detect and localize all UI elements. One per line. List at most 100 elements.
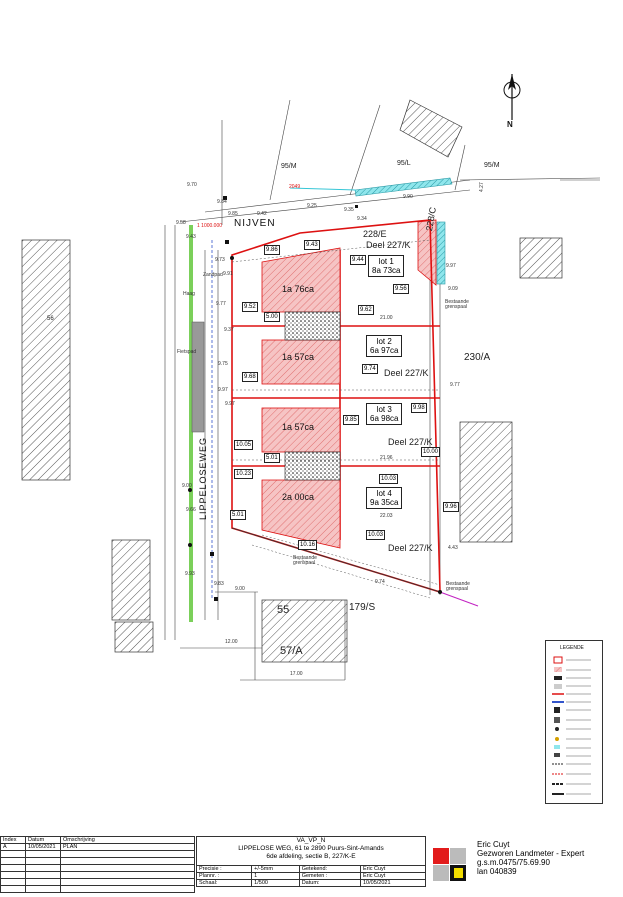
building-lot3 [261, 407, 341, 453]
precisie-label: Precisie : [195, 865, 253, 873]
grenspaal-label: Bestaande grenspaal [293, 555, 317, 566]
dimension-lines [231, 239, 441, 599]
cyan-line [289, 187, 357, 191]
measure-box: 10.00 [421, 447, 441, 457]
measure-label: 9.35 [344, 207, 354, 213]
carport-lot3-4 [284, 451, 341, 481]
surveyor-title: Gezworen Landmeter - Expert [477, 849, 585, 858]
measure-label: 9.91 [223, 271, 233, 277]
surveyor-info: Eric Cuyt Gezworen Landmeter - Expert g.… [477, 840, 584, 876]
measure-label: 9.00 [235, 586, 245, 592]
measure-label: 9.75 [218, 361, 228, 367]
measure-label: 9.77 [450, 382, 460, 388]
plannr-label: Plannr. : [195, 872, 253, 880]
legend: LEGENDE [545, 640, 603, 804]
measure-label: 9.85 [228, 211, 238, 217]
surveyor-name: Eric Cuyt [477, 840, 510, 849]
measure-box: 10.03 [379, 474, 399, 484]
lot3-building-area: 1a 57ca [282, 422, 315, 432]
measure-label: 9.66 [186, 507, 196, 513]
lot1-area: 8a 73ca [372, 266, 401, 275]
measure-box: 9.62 [358, 305, 374, 315]
measure-label: 12.00 [225, 639, 238, 645]
hdr-datum: Datum [25, 836, 61, 844]
zandpad-label: Zandpad [203, 272, 223, 278]
measure-label: 9.74 [375, 579, 385, 585]
project-address: LIPPELOSE WEG, 61 te 2890 Puurs-Sint-Ama… [238, 845, 384, 852]
measure-label: 9.84 [217, 199, 227, 205]
measure-label: 9.93 [185, 571, 195, 577]
measure-label: 9.97 [446, 263, 456, 269]
parcel-deel227k-3-label: Deel 227/K [388, 437, 433, 447]
getekend-label: Getekend: [298, 865, 362, 873]
south-boundary [231, 527, 441, 593]
street-lippeloseweg-label: LIPPELOSEWEG [198, 436, 208, 520]
row-index: A [0, 843, 26, 851]
lot1-building-area: 1a 76ca [282, 284, 315, 294]
building-lot2 [261, 339, 341, 385]
measure-label: 9.42 [257, 211, 267, 217]
legend-symbols [552, 656, 591, 795]
measure-box: 10.05 [234, 440, 254, 450]
measure-label: 9.77 [216, 301, 226, 307]
measure-label: 22.03 [380, 513, 393, 519]
measure-label: 21.96 [380, 455, 393, 461]
neighbour-buildings [21, 99, 563, 663]
fietspad-strip [191, 321, 205, 433]
measure-box: 5.01 [230, 510, 246, 520]
measure-label: 9.97 [218, 387, 228, 393]
lot4-label: lot 4 [376, 489, 392, 498]
measure-label: 9.00 [182, 483, 192, 489]
precisie-value: +/-5mm [251, 865, 300, 873]
measure-label: 9.25 [307, 203, 317, 209]
hdr-omschrijving: Omschrijving [60, 836, 195, 844]
measure-label: 9.73 [215, 257, 225, 263]
lot4-building-area: 2a 00ca [282, 492, 315, 502]
project-section: 6de afdeling, sectie B, 227/K-E [266, 853, 356, 860]
cyan-strip-east [436, 221, 446, 285]
grenspaal-label: Bestaande grenspaal [446, 581, 470, 592]
datum-label: Datum: [298, 879, 362, 887]
file-name: VA_VP_N [296, 837, 326, 844]
parcel-95m-left-label: 95/M [281, 163, 297, 170]
red-annotation: 2049 [289, 184, 301, 190]
cyan-strip-north [354, 177, 453, 197]
measure-box: 9.52 [242, 302, 258, 312]
parcel-56-label: 56 [47, 316, 54, 322]
building-north [399, 99, 463, 158]
lot2-building-area: 1a 57ca [282, 352, 315, 362]
measure-label: 9.90 [403, 194, 413, 200]
project-info-table: Precisie : +/-5mm Getekend: Eric Cuyt Pl… [195, 865, 426, 887]
measure-box: 5.00 [264, 312, 280, 322]
parcel-95l-label: 95/L [397, 160, 411, 167]
parcel-179s-label: 179/S [349, 602, 376, 613]
datum-value: 10/05/2021 [360, 879, 426, 887]
lot2-label: lot 2 [376, 337, 392, 346]
measure-box: 9.56 [393, 284, 409, 294]
measure-box: 9.96 [443, 502, 459, 512]
surveyor-logo [430, 840, 470, 890]
building-west-3 [114, 621, 154, 653]
surveyor-lan: lan 040839 [477, 867, 517, 876]
lot2-area: 6a 97ca [370, 346, 399, 355]
parcel-228e-label: 228/E [363, 229, 387, 239]
measure-label: 9.43 [186, 234, 196, 240]
building-south [261, 599, 348, 663]
measure-box: 9.86 [264, 245, 280, 255]
measure-label: 17.00 [290, 671, 303, 677]
lot1-label: lot 1 [378, 257, 394, 266]
survey-markers [188, 196, 442, 601]
measure-box: 10.16 [298, 540, 318, 550]
parcel-55-label: 55 [277, 604, 290, 616]
parcel-95m-right-label: 95/M [484, 162, 500, 169]
row-datum: 10/05/2021 [25, 843, 61, 851]
haag-label: Haag [183, 291, 195, 297]
measure-label: 9.58 [176, 220, 186, 226]
grenspaal-label: Bestaande grenspaal [445, 299, 469, 310]
building-east-1 [519, 237, 563, 279]
lot3-area: 6a 98ca [370, 414, 399, 423]
measure-label: 9.09 [448, 286, 458, 292]
